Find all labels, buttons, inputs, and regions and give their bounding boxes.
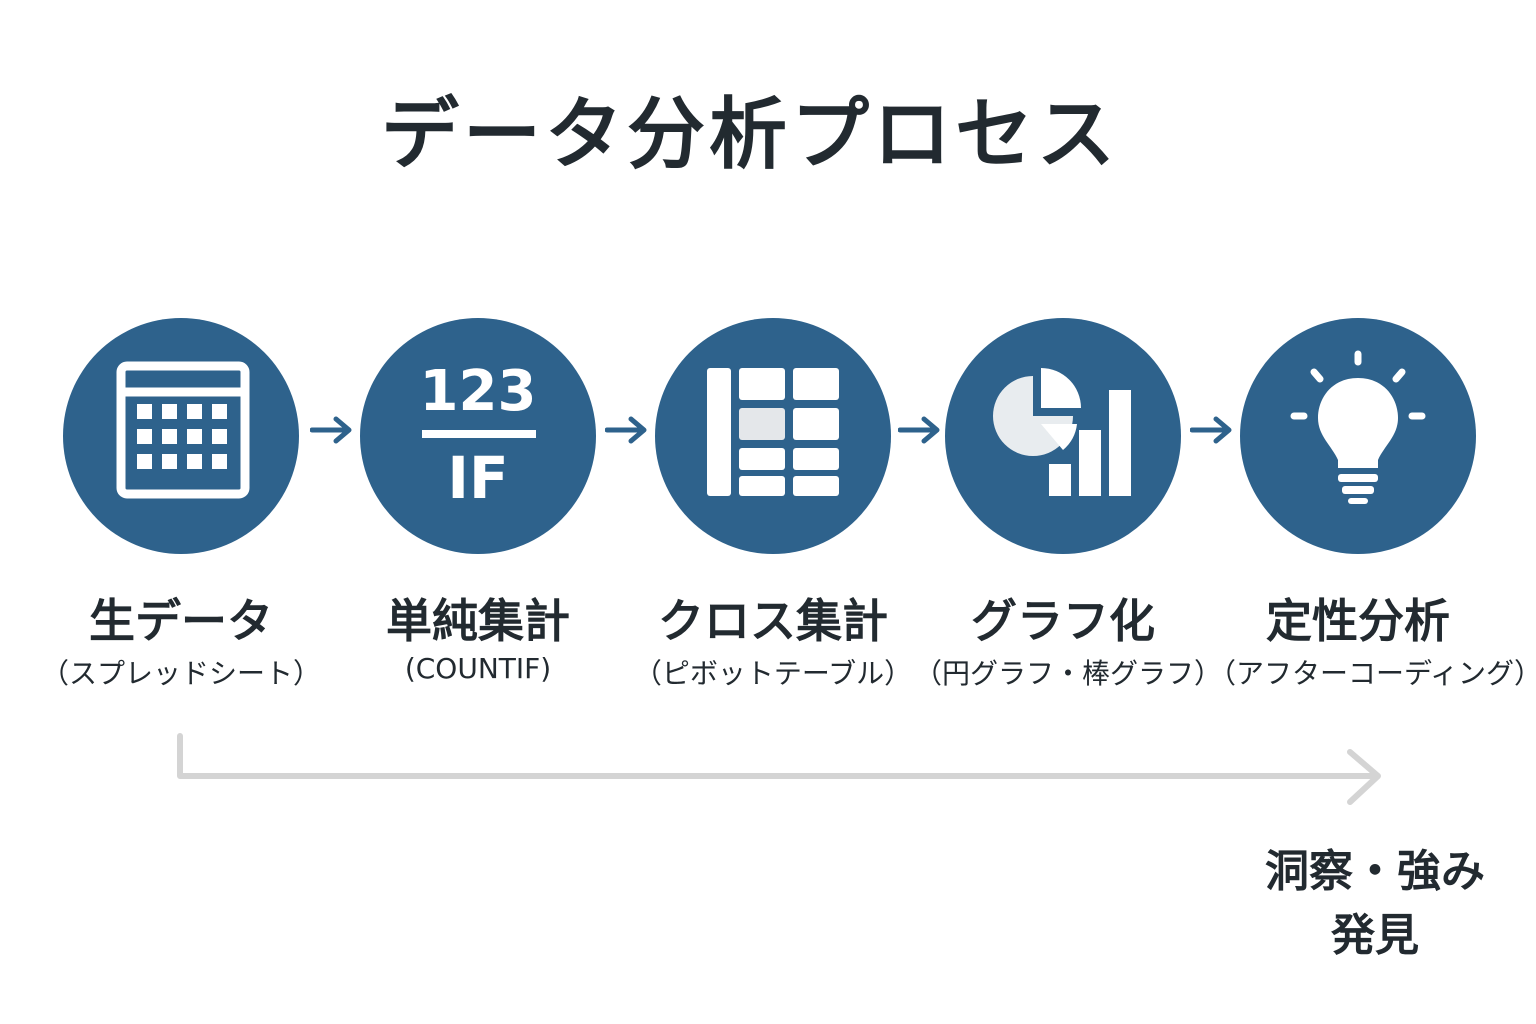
arrow-right-icon (310, 416, 352, 444)
step-circle-raw-data (63, 318, 299, 554)
arrow-right-icon (605, 416, 647, 444)
step-label: 定性分析 (1266, 594, 1450, 648)
spreadsheet-icon (116, 361, 250, 499)
step-circle-charting (945, 318, 1181, 554)
lightbulb-icon (1290, 350, 1426, 504)
step-circle-qualitative (1240, 318, 1476, 554)
chart-icon (993, 368, 1131, 496)
formula-icon: 123 IF (420, 359, 537, 512)
step-sublabel: (COUNTIF) (404, 652, 552, 685)
timeline-arrow (177, 733, 1381, 805)
step-circle-cross-tab (655, 318, 891, 554)
outcome-text: 洞察・強み 発見 (1240, 840, 1510, 968)
step-label: 単純集計 (386, 594, 570, 648)
step-circle-simple-count: 123 IF (360, 318, 596, 554)
arrow-right-icon (1190, 416, 1232, 444)
step-label: クロス集計 (658, 594, 888, 648)
step-label: 生データ (89, 594, 273, 648)
formula-icon-bottom-text: IF (447, 444, 508, 512)
step-sublabel: （ピボットテーブル） (633, 657, 913, 690)
outcome-line-2: 発見 (1331, 910, 1419, 961)
step-sublabel: （円グラフ・棒グラフ） (913, 657, 1222, 690)
step-sublabel: （アフターコーディング） (1208, 657, 1536, 690)
formula-icon-top-text: 123 (420, 359, 537, 424)
step-sublabel: （スプレッドシート） (40, 657, 321, 690)
diagram-title: データ分析プロセス (380, 90, 1119, 180)
step-label: グラフ化 (971, 594, 1155, 648)
outcome-line-1: 洞察・強み (1265, 846, 1485, 897)
arrow-right-icon (898, 416, 940, 444)
pivot-table-icon (707, 368, 839, 496)
